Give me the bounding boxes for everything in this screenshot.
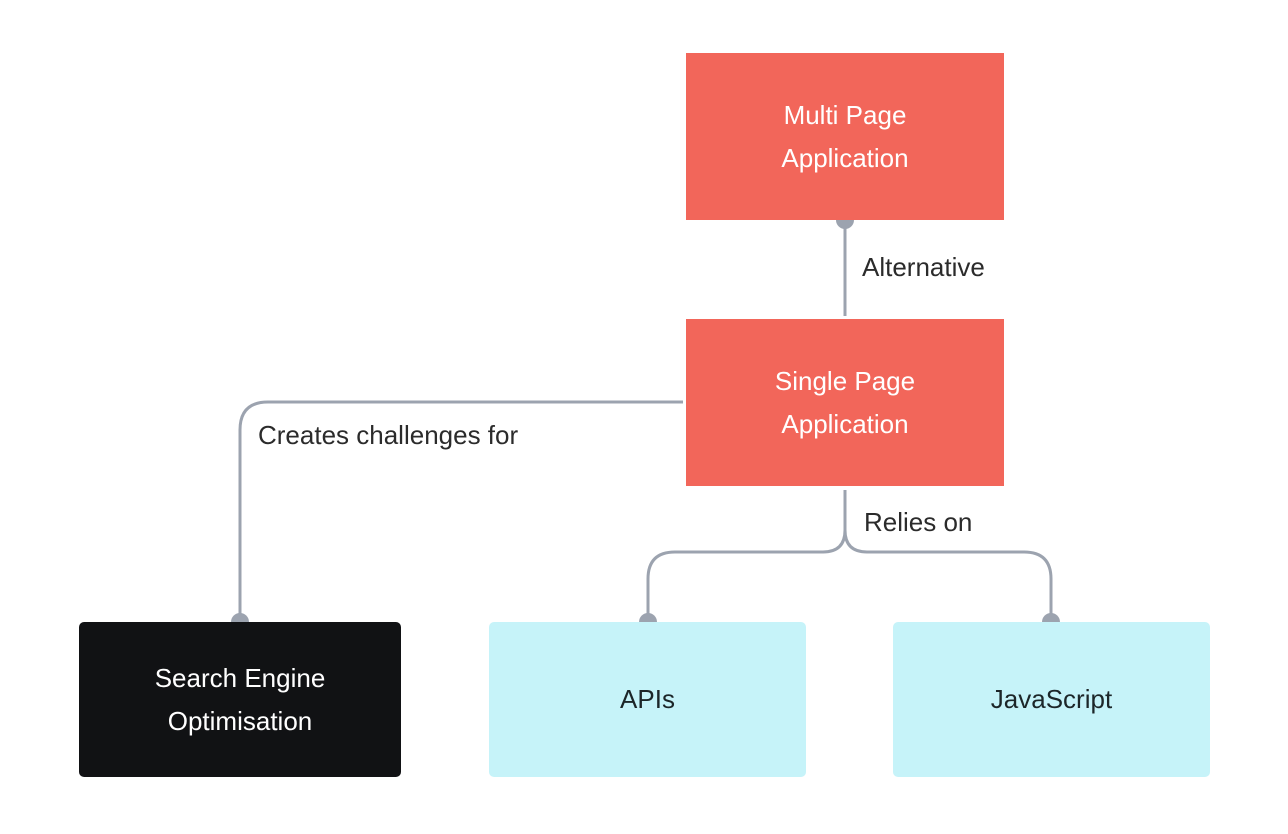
edge-label-alternative: Alternative bbox=[862, 252, 985, 282]
edge-relies-on-javascript bbox=[843, 529, 1053, 622]
edge-relies-on-apis bbox=[646, 490, 847, 622]
node-javascript[interactable]: JavaScript bbox=[893, 622, 1210, 777]
edge-label-creates-challenges: Creates challenges for bbox=[258, 420, 519, 450]
node-multi-page-application[interactable]: Multi Page Application bbox=[686, 53, 1004, 220]
edge-creates-challenges bbox=[238, 400, 683, 622]
node-single-page-application[interactable]: Single Page Application bbox=[686, 319, 1004, 486]
node-apis[interactable]: APIs bbox=[489, 622, 806, 777]
node-search-engine-optimisation[interactable]: Search Engine Optimisation bbox=[79, 622, 401, 777]
edge-label-relies-on: Relies on bbox=[864, 507, 973, 537]
